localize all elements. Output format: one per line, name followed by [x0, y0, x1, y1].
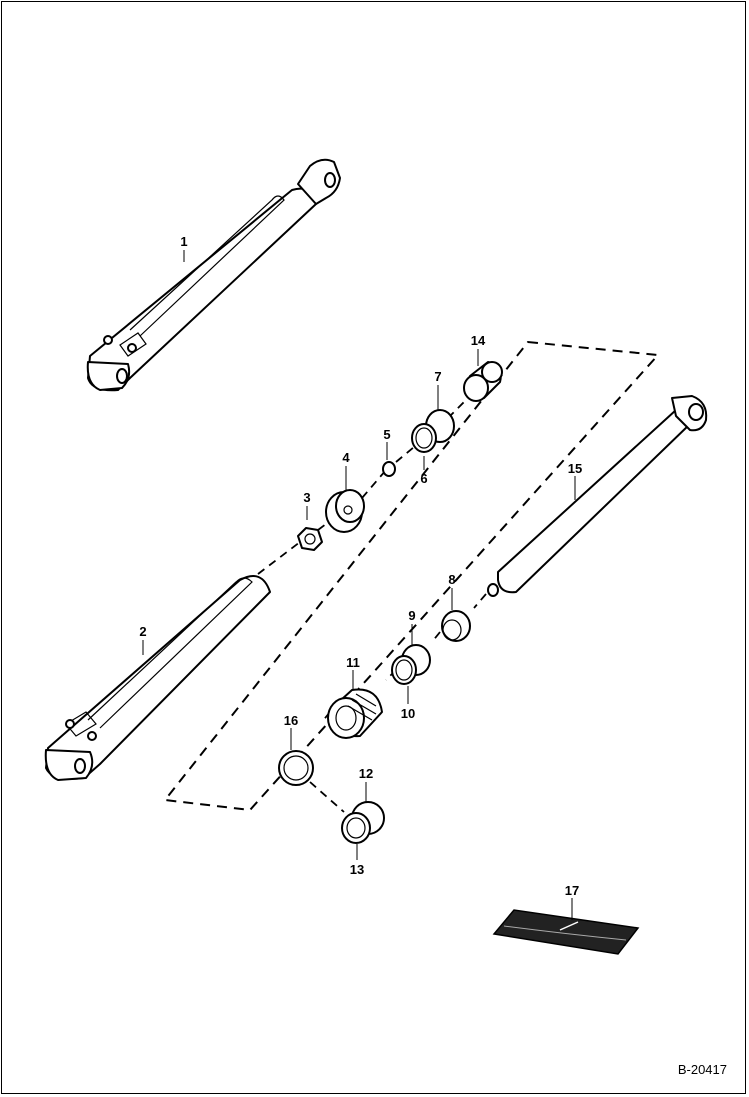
- callout-15: 15: [568, 461, 582, 476]
- leader-lines: [142, 250, 576, 920]
- callout-1: 1: [180, 234, 187, 249]
- part-4-piston: [325, 489, 365, 533]
- callout-7: 7: [434, 369, 441, 384]
- callout-11: 11: [346, 655, 360, 670]
- callout-8: 8: [448, 572, 455, 587]
- callout-17: 17: [565, 883, 579, 898]
- callout-12: 12: [359, 766, 373, 781]
- callout-14: 14: [471, 333, 486, 348]
- callout-2: 2: [139, 624, 146, 639]
- part-14-bushing: [463, 361, 503, 402]
- drawing-reference-number: B-20417: [677, 1062, 727, 1077]
- part-3-nut: [297, 527, 323, 551]
- part-17-decal: [492, 909, 640, 955]
- callout-16: 16: [284, 713, 298, 728]
- part-6-7-seal-ring: [411, 409, 455, 453]
- part-1-cylinder-assembly: [86, 158, 341, 392]
- part-16-ring: [278, 750, 314, 786]
- callout-4: 4: [342, 450, 350, 465]
- kit-boundary: [163, 340, 661, 812]
- part-12-13-seals: [341, 801, 385, 844]
- part-8-ring: [441, 610, 471, 642]
- callout-10: 10: [401, 706, 415, 721]
- part-11-head: [327, 688, 383, 739]
- callout-6: 6: [420, 471, 427, 486]
- part-15-rod: [487, 395, 708, 597]
- callout-9: 9: [408, 608, 415, 623]
- part-2-barrel: [44, 575, 271, 781]
- part-5-o-ring: [382, 461, 396, 477]
- part-9-10-seals: [391, 644, 431, 685]
- callout-3: 3: [303, 490, 310, 505]
- callout-5: 5: [383, 427, 390, 442]
- centerline-lower: [309, 593, 487, 813]
- callout-13: 13: [350, 862, 364, 877]
